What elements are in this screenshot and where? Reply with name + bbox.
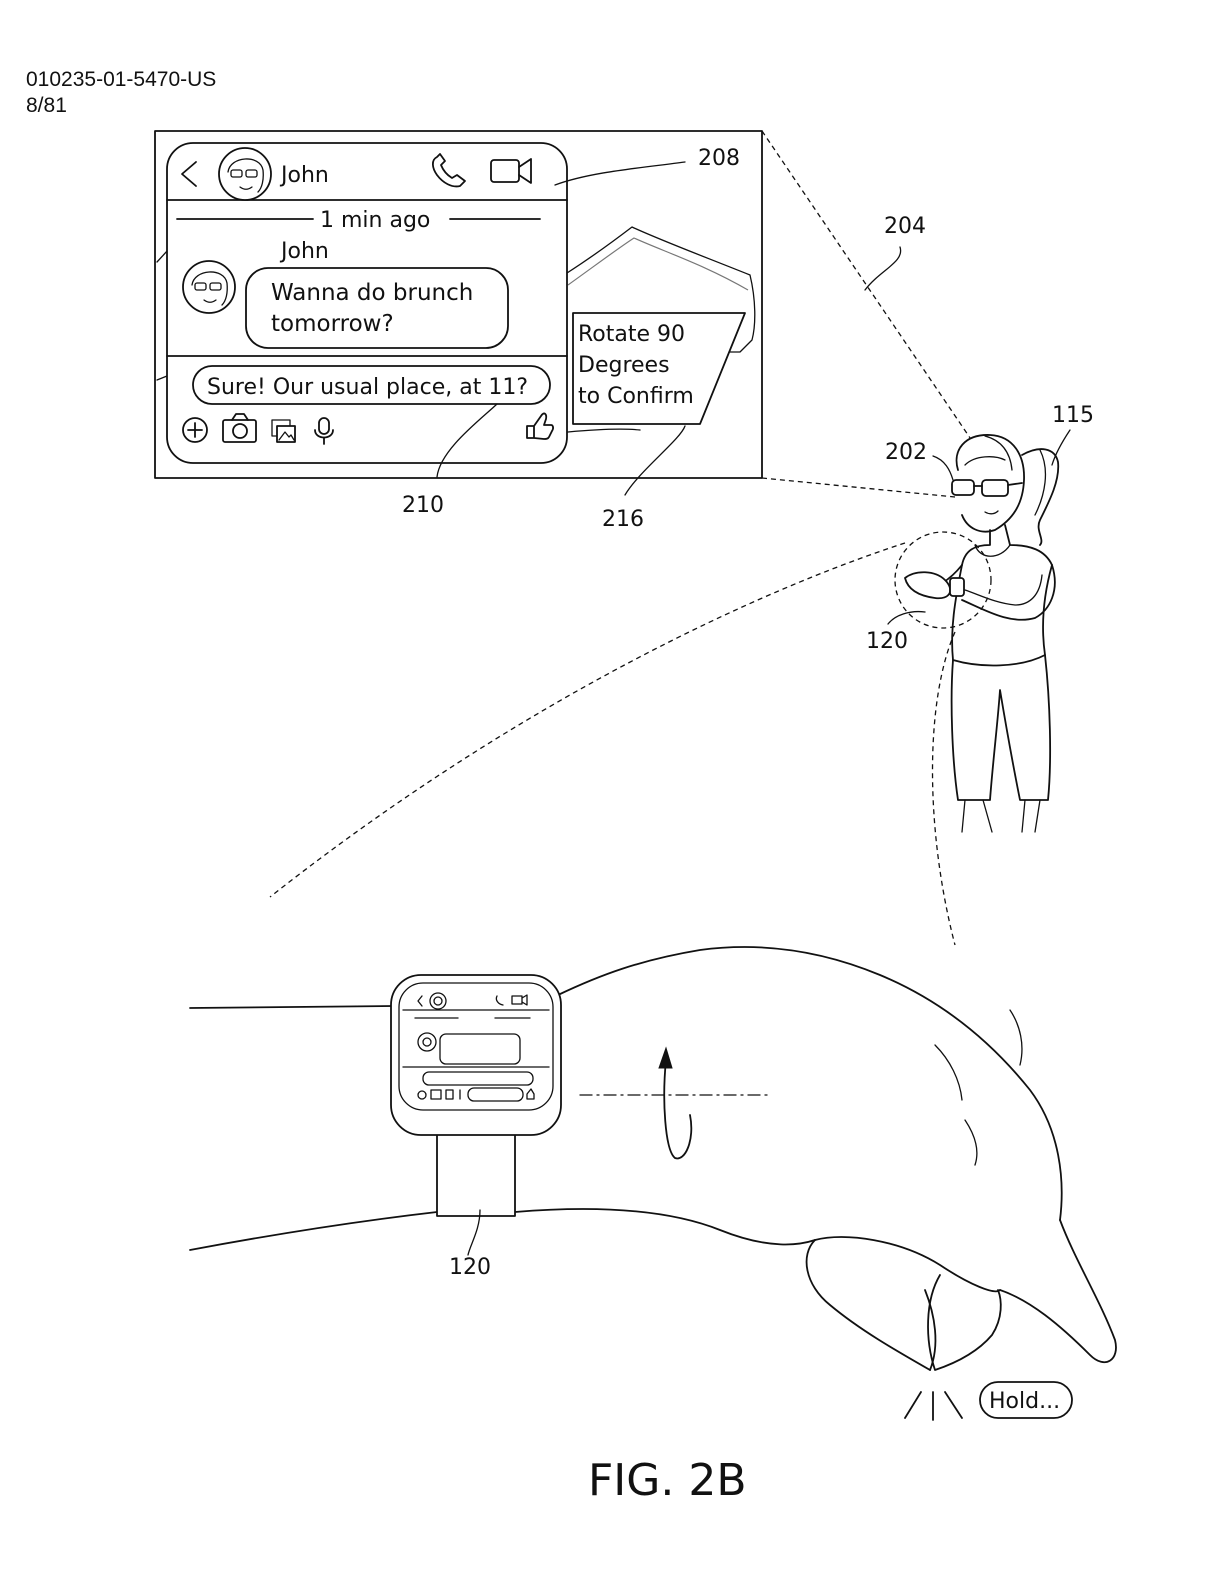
leader-120-bottom bbox=[467, 1209, 481, 1256]
ref-208: 208 bbox=[698, 146, 740, 171]
sender-avatar bbox=[182, 260, 236, 314]
prompt-line1: Rotate 90 bbox=[578, 322, 685, 347]
incoming-message-line2: tomorrow? bbox=[271, 311, 394, 337]
reply-input[interactable] bbox=[192, 365, 551, 405]
gallery-icon[interactable] bbox=[271, 419, 296, 443]
leader-202 bbox=[932, 455, 954, 481]
hold-label: Hold... bbox=[989, 1389, 1060, 1414]
thumbs-up-icon[interactable] bbox=[526, 412, 554, 440]
phone-icon[interactable] bbox=[431, 153, 466, 188]
figure-label: FIG. 2B bbox=[588, 1455, 747, 1506]
leader-204 bbox=[864, 246, 902, 291]
user-person bbox=[894, 434, 1060, 833]
reply-text: Sure! Our usual place, at 11? bbox=[207, 375, 528, 400]
ref-216: 216 bbox=[602, 507, 644, 532]
view-line-upper bbox=[761, 130, 986, 461]
zoom-line-right bbox=[931, 631, 956, 946]
microphone-icon[interactable] bbox=[314, 417, 334, 445]
document-id: 010235-01-5470-US bbox=[26, 68, 217, 91]
view-line-lower bbox=[761, 477, 956, 498]
prompt-line2: Degrees bbox=[578, 353, 670, 378]
prompt-line3: to Confirm bbox=[578, 384, 694, 409]
hand-close-up bbox=[189, 946, 1117, 1371]
incoming-message-line1: Wanna do brunch bbox=[271, 280, 473, 306]
avatar[interactable] bbox=[218, 147, 272, 201]
leader-210 bbox=[436, 403, 498, 478]
leader-120-top bbox=[887, 610, 926, 625]
back-arrow-icon[interactable] bbox=[181, 161, 197, 187]
page-number: 8/81 bbox=[26, 94, 67, 117]
ref-210: 210 bbox=[402, 493, 444, 518]
wristwatch bbox=[390, 974, 562, 1217]
ref-204: 204 bbox=[884, 214, 926, 239]
ref-120-top: 120 bbox=[866, 629, 908, 654]
ref-202: 202 bbox=[885, 440, 927, 465]
zoom-line-left bbox=[269, 542, 906, 898]
contact-name: John bbox=[279, 163, 329, 188]
camera-icon[interactable] bbox=[222, 413, 257, 443]
leader-208 bbox=[554, 161, 686, 186]
leader-216 bbox=[624, 425, 686, 496]
chat-window: John 1 min ago John Wanna do brunch tomo… bbox=[166, 142, 686, 464]
add-icon[interactable] bbox=[182, 417, 208, 443]
hold-indicator: Hold... bbox=[904, 1381, 1073, 1421]
ref-115: 115 bbox=[1052, 403, 1094, 428]
leader-115 bbox=[1051, 429, 1071, 466]
timestamp: 1 min ago bbox=[320, 208, 430, 233]
incoming-message-bubble bbox=[245, 267, 509, 349]
sender-name: John bbox=[279, 239, 329, 264]
rotate-confirm-prompt: Rotate 90 Degrees to Confirm bbox=[572, 312, 746, 425]
video-camera-icon[interactable] bbox=[490, 158, 532, 184]
ref-120-bottom: 120 bbox=[449, 1255, 491, 1280]
